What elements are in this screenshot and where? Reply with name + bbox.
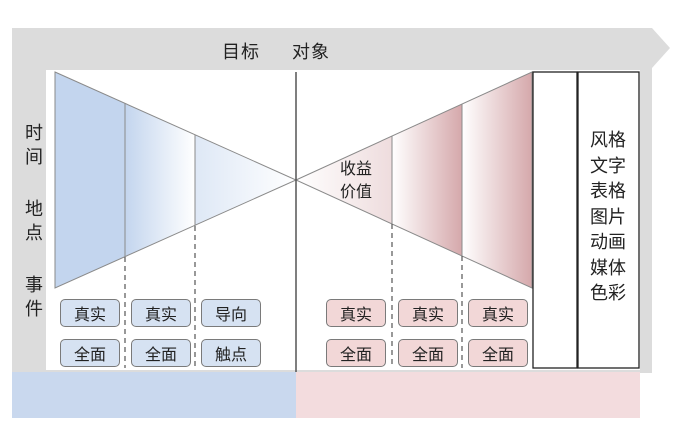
label-revenue: 收益 (340, 159, 373, 178)
right-tag-1-top: 真实 (326, 299, 386, 327)
left-tag-2-bottom: 全面 (131, 339, 191, 367)
right-list-box (577, 71, 640, 369)
label-object: 对象 (292, 42, 330, 63)
right-item: 文字 (590, 155, 626, 177)
right-item: 风格 (590, 130, 626, 151)
label-goal: 目标 (222, 42, 260, 63)
label-place: 地 点 (25, 199, 43, 244)
left-tag-3-top: 导向 (201, 299, 261, 327)
left-tag-1-top: 真实 (60, 299, 120, 327)
right-item: 媒体 (590, 257, 626, 279)
right-item: 色彩 (590, 283, 626, 304)
left-tag-1-bottom: 全面 (60, 339, 120, 367)
left-tag-2-top: 真实 (131, 299, 191, 327)
right-tag-3-top: 真实 (468, 299, 528, 327)
right-tag-2-top: 真实 (398, 299, 458, 327)
right-item: 动画 (590, 232, 626, 253)
left-tag-3-bottom: 触点 (201, 339, 261, 367)
bottom-band-left (12, 372, 296, 418)
right-item: 表格 (590, 181, 626, 202)
dashed-guides (124, 224, 463, 368)
right-narrow-box (532, 71, 578, 369)
right-item: 图片 (590, 206, 626, 228)
right-tag-2-bottom: 全面 (398, 339, 458, 367)
right-tag-3-bottom: 全面 (468, 339, 528, 367)
label-time: 时 间 (25, 123, 43, 168)
label-event: 事 件 (25, 275, 43, 320)
right-item-list: 风格 文字 表格 图片 动画 媒体 色彩 (582, 128, 634, 307)
right-tag-1-bottom: 全面 (326, 339, 386, 367)
label-value: 价值 (340, 182, 373, 201)
bottom-band-right (296, 372, 640, 418)
